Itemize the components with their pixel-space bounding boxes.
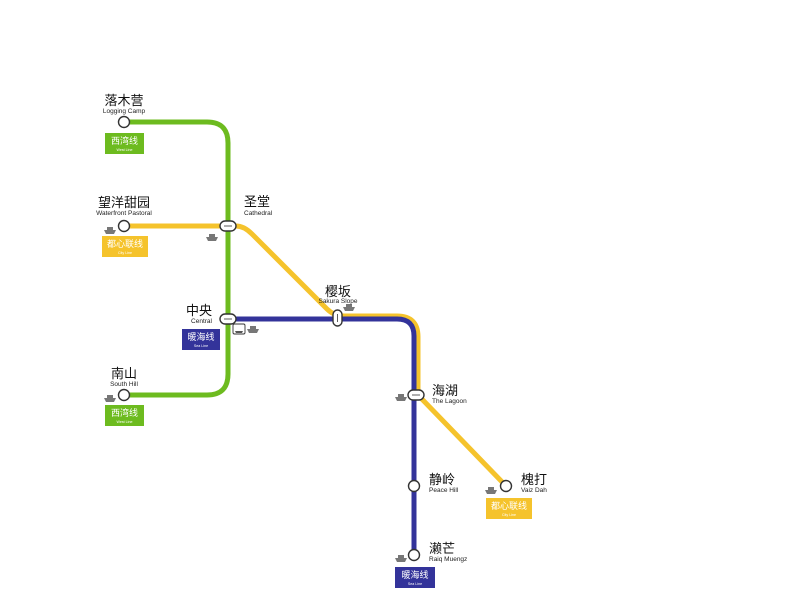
svg-text:West Line: West Line [117,420,133,424]
station-label-en: Raiq Muengz [429,556,467,563]
station-label-zh: 圣堂 [244,195,270,210]
sea-line-route [225,316,417,558]
station-logging-camp-marker[interactable] [117,115,131,129]
svg-text:都心联线: 都心联线 [491,500,527,512]
ship-icon [395,394,407,401]
station-label-zh: 槐打 [521,472,547,488]
station-label-en: The Lagoon [432,398,467,405]
station-label-zh: 樱坂 [325,284,351,300]
station-peace-hill-marker[interactable] [407,479,421,493]
svg-text:Sea Line: Sea Line [194,344,208,348]
svg-text:暖海线: 暖海线 [401,569,428,581]
station-raiq-muengz-marker[interactable] [407,548,421,562]
station-waterfront-pastoral-marker[interactable] [117,219,131,233]
line-badge-west: 西湾线 West Line [105,405,144,426]
ship-icon [206,234,218,241]
station-cathedral-interchange[interactable] [219,220,237,232]
line-badge-sea: 暖海线 Sea Line [395,567,435,588]
station-south-hill-marker[interactable] [117,388,131,402]
west-line-route [121,119,231,398]
line-badge-sea: 暖海线 Sea Line [182,329,220,350]
station-label-zh: 南山 [111,366,137,382]
bus-icon [232,323,246,335]
station-label-en: Cathedral [244,210,273,217]
station-label-en: South Hill [110,381,138,388]
station-label-en: Peace Hill [429,487,459,494]
station-label-zh: 中央 [186,304,212,319]
station-label-zh: 海湖 [432,384,458,399]
ship-icon [104,395,116,402]
ship-icon [343,304,355,311]
station-label-en: Vaiz Dah [521,487,547,494]
station-label-zh: 濑芒 [429,541,455,557]
line-badge-city: 都心联线 City Line [102,236,148,257]
ship-icon [485,487,497,494]
station-the-lagoon-interchange[interactable] [407,389,425,401]
svg-text:都心联线: 都心联线 [107,238,143,250]
svg-text:West Line: West Line [117,148,133,152]
station-label-en: Central [191,318,213,325]
station-central-interchange[interactable] [219,313,237,325]
station-label-en: Sakura Slope [318,298,357,305]
station-label-zh: 落木营 [104,94,143,109]
ship-icon [395,555,407,562]
station-label-en: Waterfront Pastoral [96,210,152,217]
station-label-zh: 望洋甜园 [98,195,150,211]
station-label-zh: 静岭 [429,473,455,488]
station-vaiz-dah-marker[interactable] [499,479,513,493]
city-line-route [121,223,509,489]
svg-text:Sea Line: Sea Line [408,582,422,586]
station-sakura-slope-interchange[interactable] [332,309,343,327]
svg-text:西湾线: 西湾线 [111,135,138,147]
svg-text:西湾线: 西湾线 [111,407,138,419]
svg-text:暖海线: 暖海线 [187,331,214,343]
station-label-en: Logging Camp [103,108,146,115]
svg-text:City Line: City Line [502,513,516,517]
ship-icon [104,227,116,234]
ship-icon [247,326,259,333]
line-badge-west: 西湾线 West Line [105,133,144,154]
svg-text:City Line: City Line [118,251,132,255]
line-badge-city: 都心联线 City Line [486,498,532,519]
